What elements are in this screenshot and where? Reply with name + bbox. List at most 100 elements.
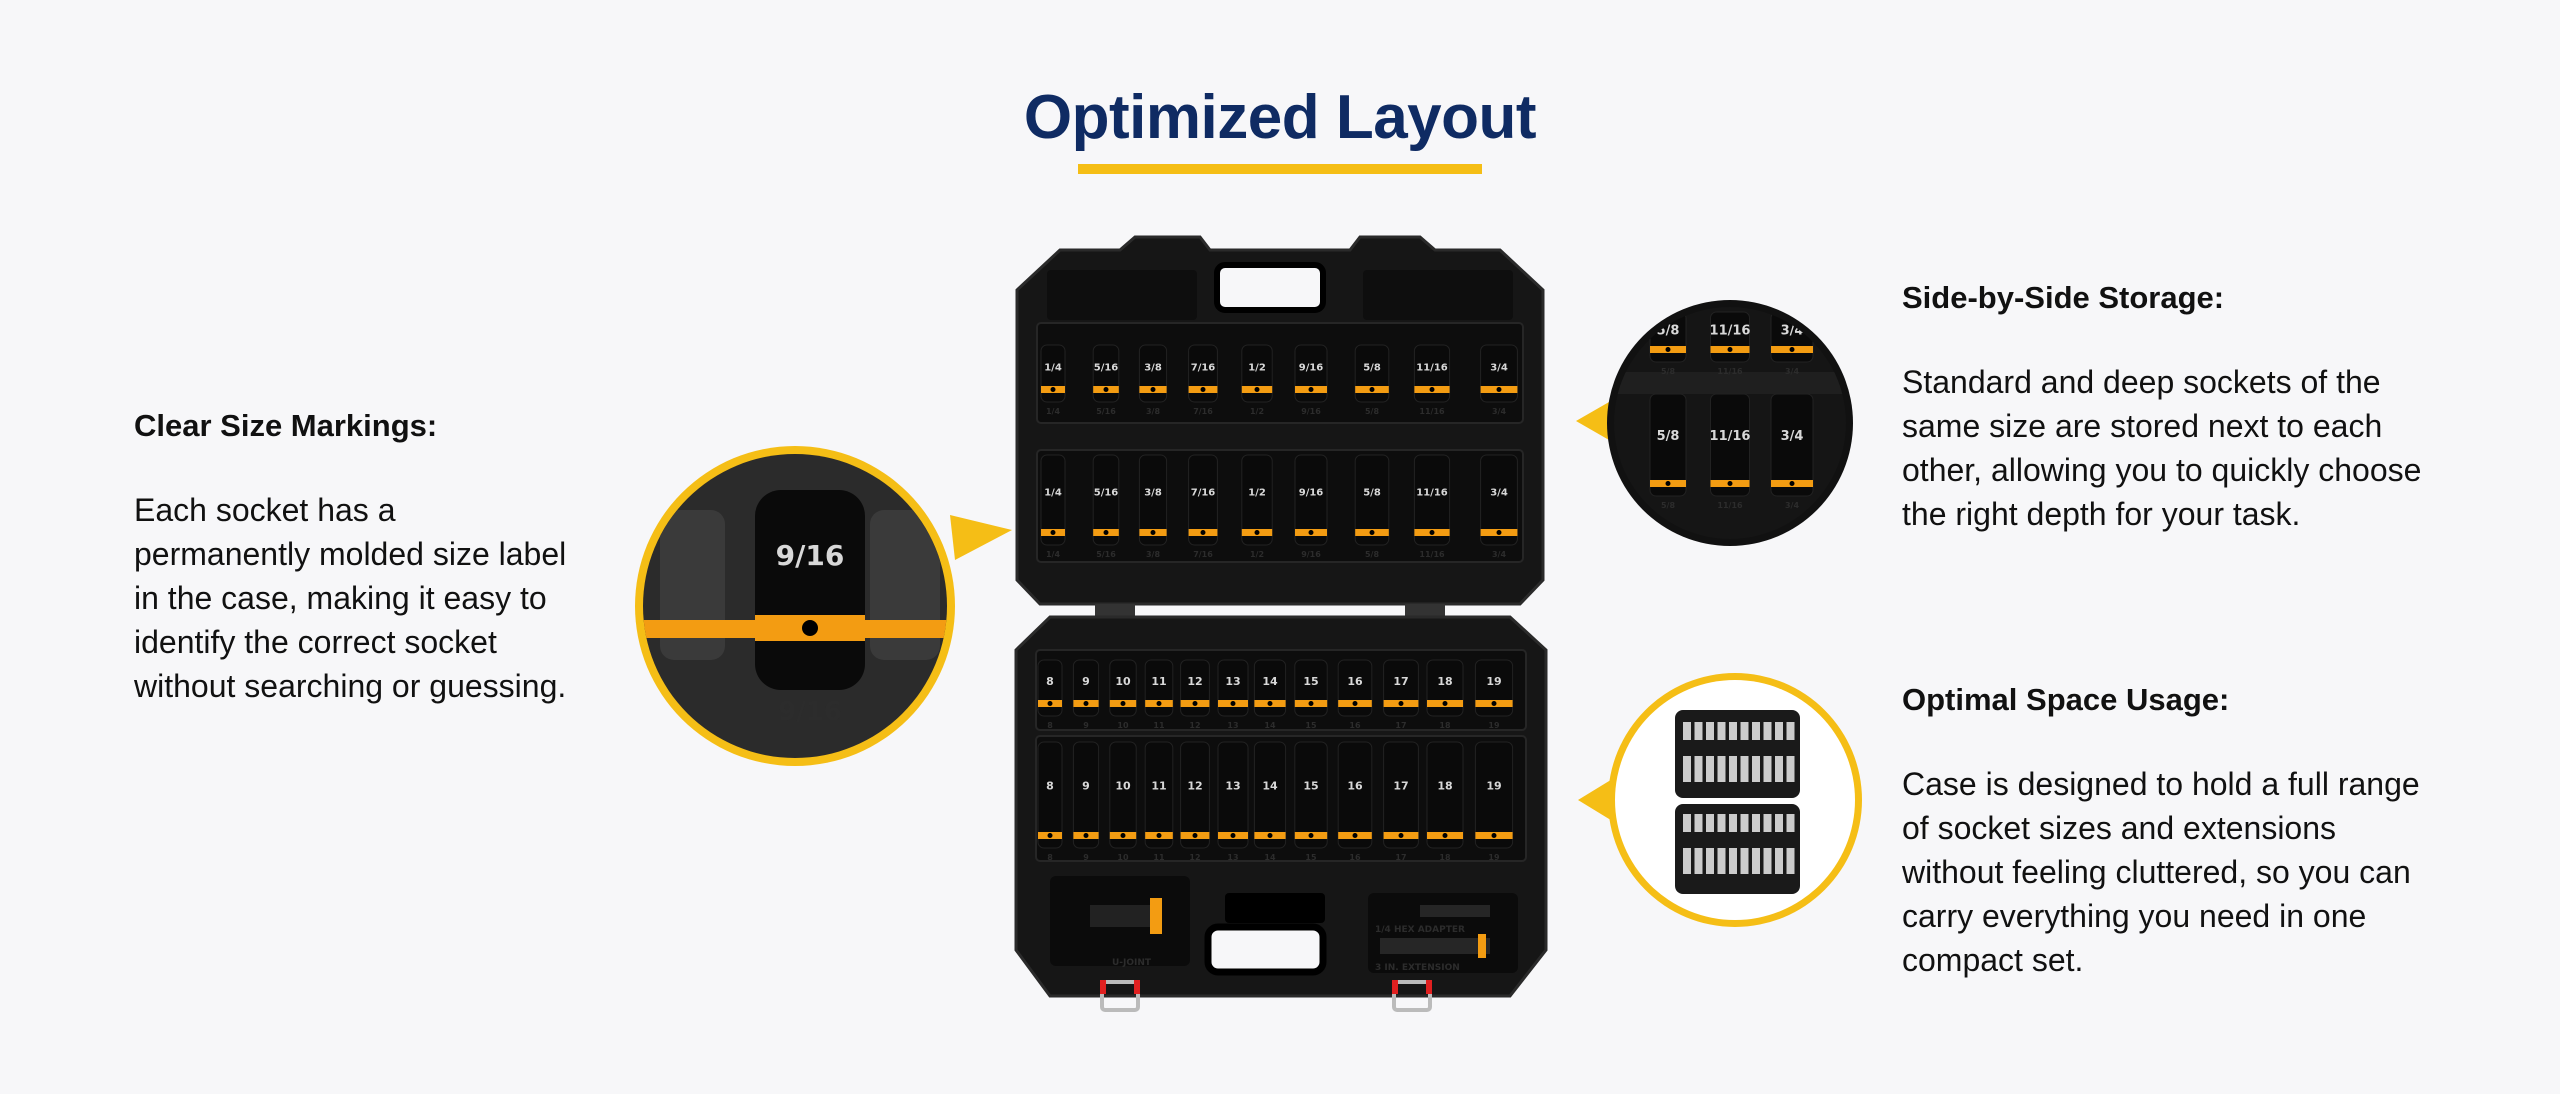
slot-size-label: 3/4 xyxy=(1785,501,1799,510)
socket-size-label: 18 xyxy=(1437,675,1452,688)
socket-size-label: 11/16 xyxy=(1416,488,1448,499)
socket-size-label: 11/16 xyxy=(1710,324,1751,339)
slot-size-label: 5/8 xyxy=(1661,367,1675,376)
slot-size-label: 11/16 xyxy=(1419,407,1445,416)
feature-side-by-side-storage: Side-by-Side Storage: Standard and deep … xyxy=(1902,280,2462,536)
socket-size-label: 11 xyxy=(1151,675,1166,688)
socket-size-label: 16 xyxy=(1347,675,1363,688)
socket[interactable]: 1/21/2 xyxy=(1241,344,1273,416)
socket[interactable]: 5/85/8 xyxy=(1649,393,1687,510)
socket[interactable]: 13 13 xyxy=(1217,741,1249,862)
case-lid xyxy=(1015,235,1545,606)
mini-socket xyxy=(1740,814,1749,832)
slot-size-label: 16 xyxy=(1349,721,1361,730)
socket-size-label: 13 xyxy=(1225,780,1240,793)
socket-size-label: 11/16 xyxy=(1710,429,1751,444)
socket[interactable]: 99 xyxy=(1072,659,1100,730)
mini-socket xyxy=(1717,848,1726,874)
socket[interactable]: 3/43/4 xyxy=(1480,454,1518,559)
socket-size-label: 12 xyxy=(1187,780,1202,793)
socket-size-label: 14 xyxy=(1262,675,1278,688)
slot-size-label: 5/8 xyxy=(1365,550,1379,559)
socket[interactable]: 7/167/16 xyxy=(1188,344,1218,416)
socket[interactable]: 1/41/4 xyxy=(1040,344,1066,416)
socket[interactable]: 88 xyxy=(1037,659,1063,730)
mini-socket xyxy=(1694,814,1703,832)
slot-size-label: 9/16 xyxy=(1301,550,1321,559)
mini-socket xyxy=(1694,756,1703,782)
socket[interactable]: 5/165/16 xyxy=(1092,454,1120,559)
slot-size-label: 17 xyxy=(1395,721,1406,730)
slot-size-label: 19 xyxy=(1488,721,1500,730)
title-underline xyxy=(1078,164,1482,174)
slot-size-label: 7/16 xyxy=(1193,550,1213,559)
slot-size-label: 7/16 xyxy=(1193,407,1213,416)
mini-socket xyxy=(1683,814,1691,832)
slot-size-label: 8 xyxy=(1047,721,1053,730)
slot-size-label: 16 xyxy=(1349,853,1361,862)
slot-size-label: 1/2 xyxy=(1250,550,1264,559)
socket-size-label: 8 xyxy=(1046,780,1054,793)
socket[interactable]: 11/16 11/16 xyxy=(1413,454,1451,559)
mini-socket xyxy=(1683,756,1691,782)
mini-socket xyxy=(1683,848,1691,874)
slot-size-label: 11/16 xyxy=(1419,550,1445,559)
socket[interactable]: 5/85/8 xyxy=(1354,454,1390,559)
slot-size-label: 3/4 xyxy=(1492,550,1506,559)
socket[interactable]: 88 xyxy=(1037,741,1063,862)
slot-size-label: 13 xyxy=(1227,853,1238,862)
hex-adapter-label: 1/4 HEX ADAPTER xyxy=(1375,925,1465,935)
slot-size-label: 5/8 xyxy=(1365,407,1379,416)
slot-size-label: 3/4 xyxy=(1785,367,1799,376)
socket-size-label: 1/4 xyxy=(1044,363,1062,374)
socket[interactable]: 3/83/8 xyxy=(1138,454,1168,559)
u-joint-label: U-JOINT xyxy=(1112,958,1152,968)
mini-socket xyxy=(1763,756,1772,782)
extension-bar xyxy=(1380,938,1490,954)
socket[interactable]: 11 11 xyxy=(1144,659,1174,730)
socket[interactable]: 5/165/16 xyxy=(1092,344,1120,416)
socket[interactable]: 3/83/8 xyxy=(1138,344,1168,416)
feature-heading: Side-by-Side Storage: xyxy=(1902,280,2225,315)
mini-socket xyxy=(1683,722,1691,740)
mini-socket xyxy=(1775,722,1783,740)
slot-size-label: 13 xyxy=(1227,721,1238,730)
socket[interactable]: 3/43/4 xyxy=(1770,393,1814,510)
socket[interactable]: 3/43/4 xyxy=(1480,344,1518,416)
socket[interactable]: 5/85/8 xyxy=(1354,344,1390,416)
slot-size-label: 9 xyxy=(1083,853,1089,862)
slot-size-label: 11 xyxy=(1153,721,1165,730)
mini-socket xyxy=(1775,814,1783,832)
mini-socket xyxy=(1694,848,1703,874)
socket-size-label: 16 xyxy=(1347,780,1363,793)
socket[interactable]: 9/169/16 xyxy=(1294,454,1328,559)
socket-size-label: 17 xyxy=(1393,675,1408,688)
socket[interactable]: 1/21/2 xyxy=(1241,454,1273,559)
socket[interactable]: 99 xyxy=(1072,741,1100,862)
socket-size-label: 11 xyxy=(1151,780,1166,793)
socket[interactable]: 9/169/16 xyxy=(1294,344,1328,416)
socket[interactable]: 1/41/4 xyxy=(1040,454,1066,559)
socket[interactable]: 7/167/16 xyxy=(1188,454,1218,559)
